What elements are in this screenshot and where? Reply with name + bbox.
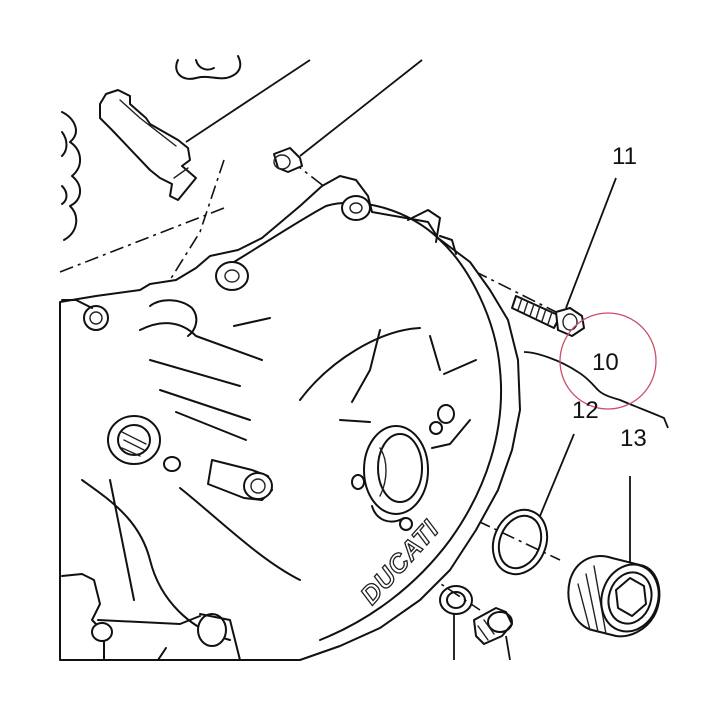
assembly-line-a <box>59 207 225 273</box>
bolt-part-11 <box>511 295 585 337</box>
callout-12: 12 <box>572 397 599 424</box>
bracket-part <box>99 89 197 201</box>
callout-10: 10 <box>592 349 619 376</box>
o-ring-part-12 <box>491 508 549 576</box>
left-edge-scallops <box>61 111 81 241</box>
leader-screw <box>505 635 511 661</box>
small-washer <box>439 585 473 615</box>
callout-11: 11 <box>612 143 637 170</box>
drain-plug-part-13 <box>567 555 661 638</box>
leader-12 <box>539 433 575 517</box>
engine-fragment-top <box>175 55 242 80</box>
small-screw <box>473 607 513 645</box>
leader-dowel <box>299 59 423 157</box>
leader-11 <box>565 177 617 309</box>
leader-bracket <box>185 59 311 143</box>
callout-13: 13 <box>620 425 647 452</box>
clutch-cover <box>59 175 521 661</box>
dowel-pin <box>273 147 303 173</box>
highlight-circle <box>559 312 657 410</box>
group-10-brace <box>523 351 669 429</box>
